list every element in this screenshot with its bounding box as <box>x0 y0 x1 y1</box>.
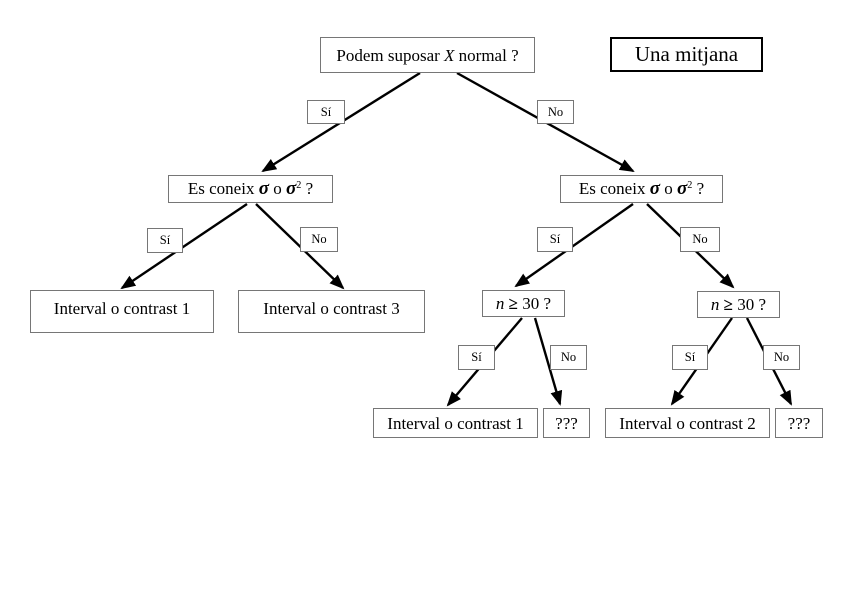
label-sigma-left-no: No <box>300 227 338 252</box>
node-unknown-right: ??? <box>775 408 823 438</box>
edge-sigmaR-yes <box>514 203 634 288</box>
node-interval-contrast-2: Interval o contrast 2 <box>605 408 770 438</box>
node-n30-question-left: n ≥ 30 ? <box>482 290 565 317</box>
label-root-no: No <box>537 100 574 124</box>
node-root-question: Podem suposar X normal ? <box>320 37 535 73</box>
edge-sigmaL-yes <box>120 203 248 290</box>
edge-sigmaL-no <box>255 203 345 290</box>
badge-una-mitjana: Una mitjana <box>610 37 763 72</box>
node-sigma-question-right: Es coneix σ o σ2 ? <box>560 175 723 203</box>
node-interval-contrast-1-bottom: Interval o contrast 1 <box>373 408 538 438</box>
label-root-yes: Sí <box>307 100 345 124</box>
label-sigma-right-yes: Sí <box>537 227 573 252</box>
node-sigma-question-left: Es coneix σ o σ2 ? <box>168 175 333 203</box>
root-question-text: Podem suposar X normal ? <box>336 45 519 65</box>
label-n30-left-no: No <box>550 345 587 370</box>
node-interval-contrast-1-left: Interval o contrast 1 <box>30 290 214 333</box>
edge-n30L-no <box>533 317 563 406</box>
n30-question-text: n ≥ 30 ? <box>710 295 767 314</box>
label-n30-left-yes: Sí <box>458 345 495 370</box>
sigma-question-text: Es coneix σ o σ2 ? <box>578 178 705 200</box>
label-n30-right-yes: Sí <box>672 345 708 370</box>
label-sigma-left-yes: Sí <box>147 228 183 253</box>
node-n30-question-right: n ≥ 30 ? <box>697 291 780 318</box>
label-sigma-right-no: No <box>680 227 720 252</box>
node-unknown-left: ??? <box>543 408 590 438</box>
badge-label: Una mitjana <box>634 42 739 66</box>
label-n30-right-no: No <box>763 345 800 370</box>
node-interval-contrast-3: Interval o contrast 3 <box>238 290 425 333</box>
n30-question-text: n ≥ 30 ? <box>495 294 552 313</box>
sigma-question-text: Es coneix σ o σ2 ? <box>187 178 314 200</box>
